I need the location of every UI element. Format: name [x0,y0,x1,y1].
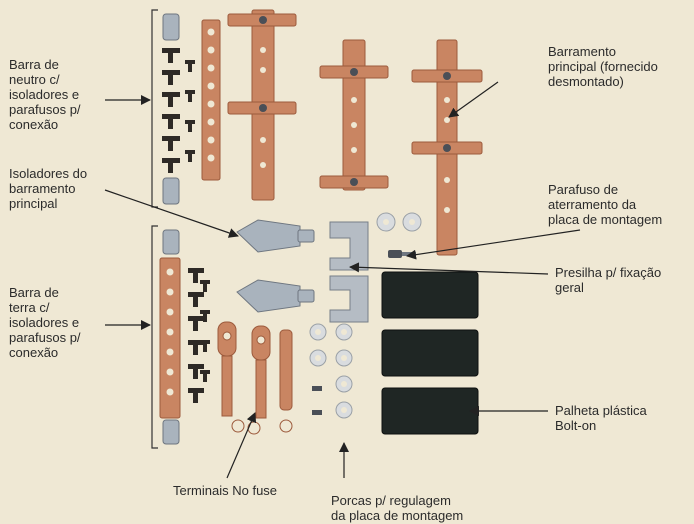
neutral-bar-bracket [152,10,158,207]
neutral-bar-parts [162,14,220,204]
label-neutral-bar: Barra de neutro c/ isoladores e parafuso… [9,57,81,132]
no-fuse-terminal-parts [218,322,292,434]
grounding-screw-part [388,250,416,258]
label-main-busbar: Barramento principal (fornecido desmonta… [548,44,658,89]
label-busbar-insulators: Isoladores do barramento principal [9,166,87,211]
main-busbar-parts [228,10,482,255]
busbar-insulator-parts [237,220,314,312]
label-no-fuse-terminals: Terminais No fuse [173,483,277,498]
label-nuts: Porcas p/ regulagem da placa de montagem [331,493,463,523]
label-clamp: Presilha p/ fixação geral [555,265,661,295]
label-bolt-on-plate: Palheta plástica Bolt-on [555,403,647,433]
clamp-parts [330,222,368,322]
ground-bar-parts [160,230,210,444]
label-grounding-screw: Parafuso de aterramento da placa de mont… [548,182,662,227]
ground-bar-bracket [152,226,158,448]
arrow-grounding-screw [407,230,580,256]
label-ground-bar: Barra de terra c/ isoladores e parafusos… [9,285,81,360]
bolt-on-plate-parts [382,272,478,434]
